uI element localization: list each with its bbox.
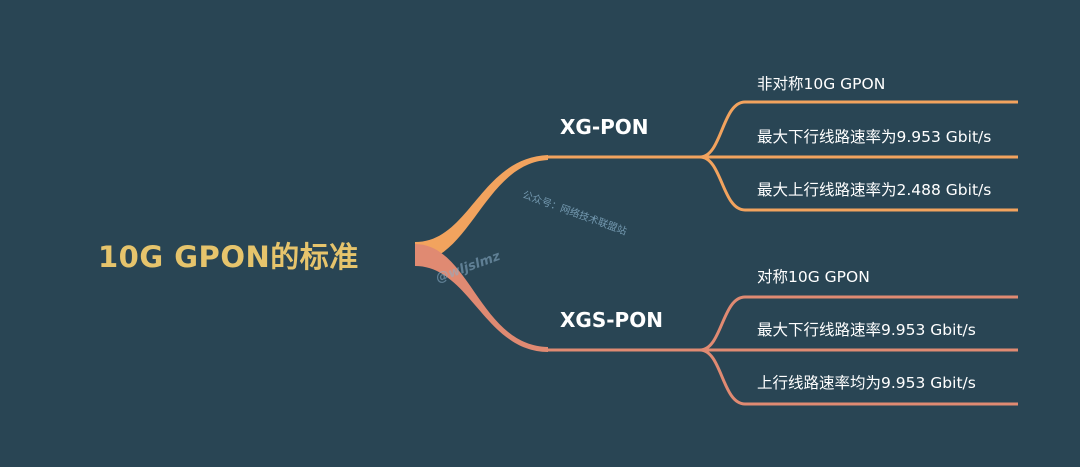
- xgpon-leaf-1: 非对称10G GPON: [757, 75, 886, 93]
- xgspon-trunk: [415, 244, 548, 352]
- xgspon-leaf-1: 对称10G GPON: [757, 268, 870, 286]
- xgpon-leaf-connector-3: [699, 155, 1018, 212]
- xgspon-leaf-3: 上行线路速率均为9.953 Gbit/s: [757, 374, 976, 392]
- xgspon-leaf-2: 最大下行线路速率9.953 Gbit/s: [757, 321, 976, 339]
- xgspon-leaf-connector-3: [699, 348, 1018, 406]
- xgpon-trunk: [415, 155, 548, 262]
- xgspon-leaf-connector-1: [699, 295, 1018, 352]
- branch-xgpon-label: XG-PON: [560, 115, 649, 139]
- root-node-title: 10G GPON的标准: [98, 240, 359, 274]
- xgpon-leaf-connector-1: [699, 100, 1018, 159]
- xgpon-leaf-3: 最大上行线路速率为2.488 Gbit/s: [757, 181, 992, 199]
- branch-xgspon-label: XGS-PON: [560, 308, 663, 332]
- xgpon-leaf-2: 最大下行线路速率为9.953 Gbit/s: [757, 128, 992, 146]
